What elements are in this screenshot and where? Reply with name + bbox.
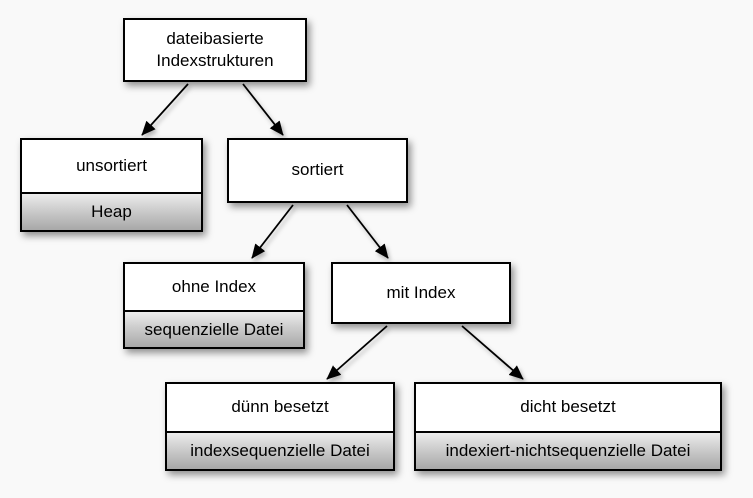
node-sortiert: sortiert [227,138,408,203]
node-mit-index: mit Index [331,262,511,324]
node-sublabel: Heap [22,192,201,230]
node-unsortiert: unsortiert Heap [20,138,203,232]
edge-withindex-dense [461,325,524,380]
node-dicht-besetzt: dicht besetzt indexiert-nichtsequenziell… [414,382,722,471]
node-label: dicht besetzt [520,397,616,417]
node-root: dateibasierte Indexstrukturen [123,18,307,82]
edge-sorted-withoutindex [251,204,294,259]
edge-sorted-withindex [346,204,389,259]
node-sublabel: indexsequenzielle Datei [167,431,393,469]
edge-withindex-sparse [326,325,388,380]
node-label: mit Index [386,282,456,302]
node-sublabel: indexiert-nichtsequenzielle Datei [416,431,720,469]
node-label: ohne Index [171,276,257,296]
node-ohne-index: ohne Index sequenzielle Datei [123,262,305,349]
node-label: unsortiert [76,155,147,175]
edge-root-unsorted [141,83,189,136]
node-label: dünn besetzt [231,397,329,417]
edge-root-sorted [242,83,284,136]
node-label: dateibasierte Indexstrukturen [156,28,274,70]
node-duenn-besetzt: dünn besetzt indexsequenzielle Datei [165,382,395,471]
node-sublabel: sequenzielle Datei [125,310,303,347]
node-label: sortiert [291,160,344,180]
